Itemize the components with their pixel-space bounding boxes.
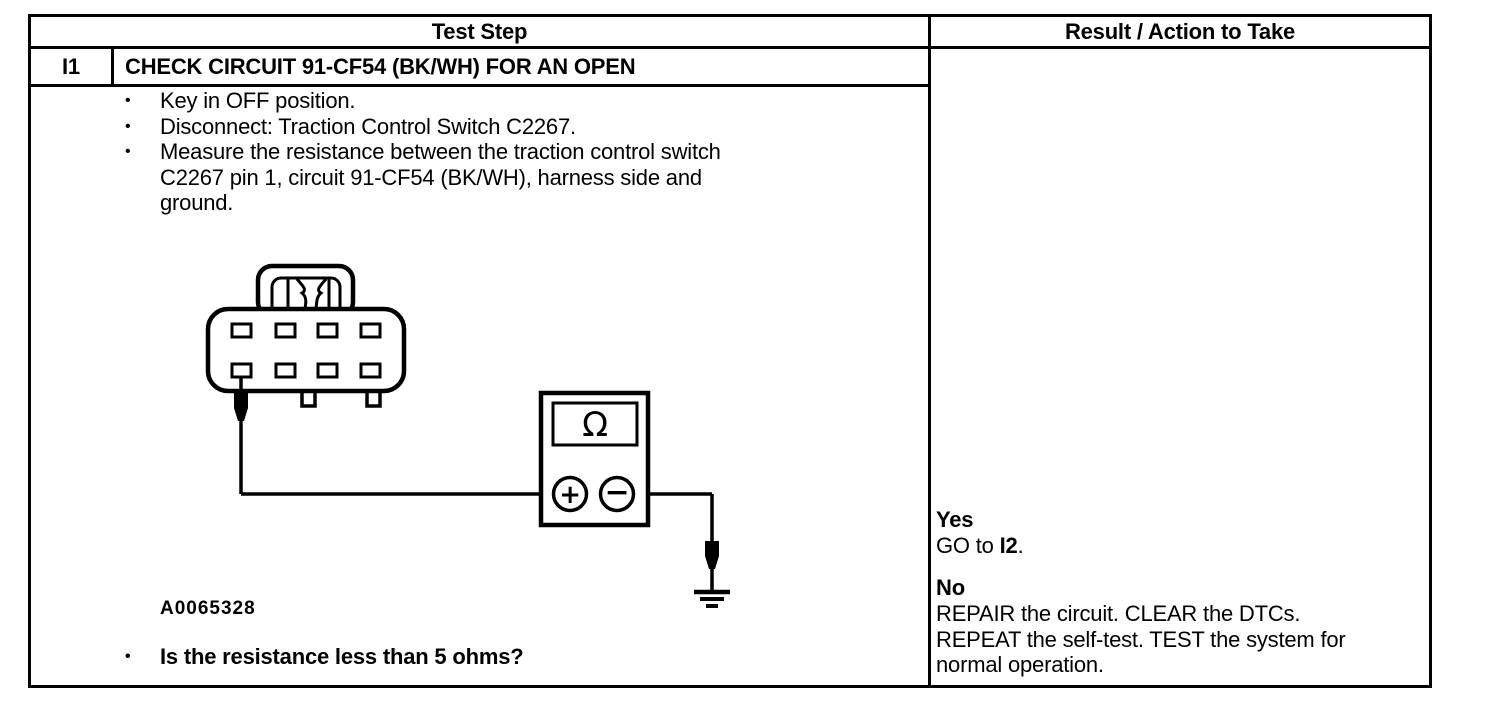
yes-label: Yes — [936, 507, 974, 532]
step-id: I1 — [62, 53, 80, 79]
step-id-divider — [111, 49, 114, 84]
step-question-row: • Is the resistance less than 5 ohms? — [125, 644, 925, 670]
instruction-text: Key in OFF position. — [160, 88, 356, 113]
bullet-icon: • — [125, 117, 131, 135]
instruction-text: Measure the resistance between the tract… — [160, 139, 721, 215]
yes-action: GO to I2. — [936, 533, 1024, 559]
column-divider — [928, 17, 931, 685]
bullet-icon: • — [125, 143, 131, 160]
test-step-instructions: • Key in OFF position. • Disconnect: Tra… — [125, 88, 825, 216]
no-label: No — [936, 575, 965, 600]
yes-action-suffix: . — [1017, 533, 1024, 558]
test-step-column-header: Test Step — [431, 18, 528, 44]
instruction-item: • Measure the resistance between the tra… — [125, 139, 825, 216]
bullet-icon: • — [125, 648, 131, 665]
yes-action-step-ref: I2 — [999, 533, 1018, 558]
result-column-header: Result / Action to Take — [1064, 18, 1296, 44]
table-outer-border — [28, 14, 1432, 688]
step-title-underline — [31, 84, 928, 87]
figure-id-label: A0065328 — [160, 598, 256, 619]
step-title: CHECK CIRCUIT 91-CF54 (BK/WH) FOR AN OPE… — [125, 53, 636, 79]
no-action: REPAIR the circuit. CLEAR the DTCs. REPE… — [936, 601, 1346, 677]
bullet-icon: • — [125, 92, 131, 109]
yes-action-prefix: GO to — [936, 533, 1000, 558]
instruction-item: • Key in OFF position. — [125, 88, 825, 114]
step-question: Is the resistance less than 5 ohms? — [160, 644, 524, 669]
instruction-item: • Disconnect: Traction Control Switch C2… — [125, 114, 825, 140]
header-underline — [31, 46, 1429, 49]
instruction-text: Disconnect: Traction Control Switch C226… — [160, 113, 576, 139]
